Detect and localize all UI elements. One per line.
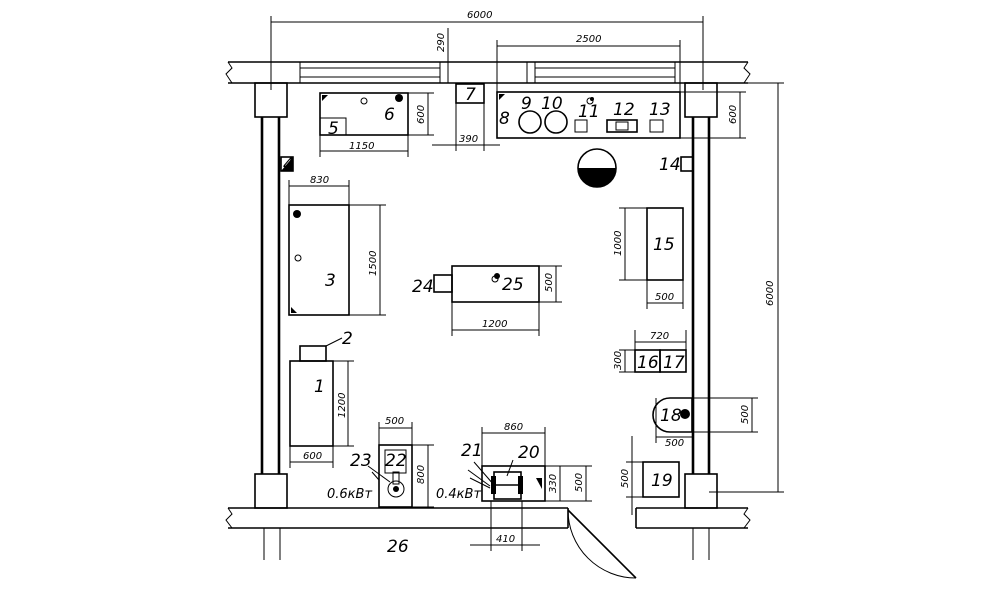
- dim-item1-length: 1200: [337, 393, 348, 418]
- equipment: [280, 83, 694, 508]
- dim-item18-width: 500: [665, 438, 684, 449]
- dim-item7-width: 390: [459, 134, 478, 145]
- item-bench: [496, 91, 681, 139]
- dim-item3-width: 830: [310, 175, 329, 186]
- dim-item15-width: 500: [655, 292, 674, 303]
- dim-item20-depth: 500: [574, 473, 585, 492]
- label-16: 16: [637, 353, 659, 373]
- label-14: 14: [659, 155, 681, 175]
- label-9: 9: [521, 94, 532, 114]
- power-item21: 0.4кВт: [436, 487, 481, 502]
- item-5-sink: [319, 117, 347, 136]
- dim-item20-inner: 330: [548, 474, 559, 493]
- dim-item20-width: 860: [504, 422, 523, 433]
- label-3: 3: [325, 271, 336, 291]
- dim-item25-width: 1200: [482, 319, 507, 330]
- label-10: 10: [541, 94, 563, 114]
- dim-item3-length: 1500: [368, 251, 379, 276]
- dim-item16-17-depth: 300: [613, 351, 624, 370]
- dim-item1-width: 600: [303, 451, 322, 462]
- dim-item22-width: 500: [385, 416, 404, 427]
- dim-item16-17-width: 720: [650, 331, 669, 342]
- label-12: 12: [613, 100, 635, 120]
- sink-symbol: [577, 148, 617, 188]
- item-7-box: [455, 83, 485, 104]
- item-3-table: [288, 204, 350, 316]
- dimension-lines: [270, 16, 784, 551]
- label-7: 7: [465, 85, 476, 105]
- item-labels: 1 2 3 4 5 6 7 8 9 10 11 12 13 14 15 16 1…: [283, 85, 685, 557]
- label-13: 13: [649, 100, 671, 120]
- label-20: 20: [518, 443, 540, 463]
- label-26: 26: [387, 537, 409, 557]
- label-21: 21: [461, 441, 483, 461]
- item-22-device: [378, 444, 413, 508]
- item-18-sink: [652, 397, 693, 433]
- item-2-box: [299, 345, 327, 362]
- label-17: 17: [663, 353, 685, 373]
- label-11: 11: [578, 102, 600, 122]
- label-18: 18: [660, 406, 682, 426]
- label-5: 5: [328, 119, 339, 139]
- item-1-table: [289, 360, 334, 447]
- item-19-box: [642, 461, 680, 498]
- item-14-box: [680, 156, 694, 172]
- item-6-table: [319, 92, 409, 136]
- dim-room-height: 6000: [765, 281, 776, 306]
- label-6: 6: [384, 105, 395, 125]
- label-22: 22: [385, 451, 407, 471]
- dim-item18-depth: 500: [740, 405, 751, 424]
- dim-item15-length: 1000: [613, 231, 624, 256]
- dim-item6-width: 1150: [349, 141, 374, 152]
- item-24-box: [433, 274, 453, 293]
- label-4: 4: [283, 155, 294, 175]
- dim-room-width: 6000: [467, 10, 492, 21]
- item-17-box: [659, 349, 687, 373]
- power-item23: 0.6кВт: [327, 487, 372, 502]
- item-15-cabinet: [646, 207, 684, 281]
- label-24: 24: [412, 277, 434, 297]
- label-1: 1: [314, 377, 325, 397]
- dim-window-offset: 290: [436, 33, 447, 52]
- label-8: 8: [499, 109, 510, 129]
- dimension-labels: 6000 2500 290 6000 600 600 1150 390 830 …: [303, 10, 776, 545]
- power-labels: 0.6кВт 0.4кВт: [327, 487, 481, 502]
- dim-bench-length: 2500: [576, 34, 601, 45]
- dim-item22-length: 800: [416, 465, 427, 484]
- label-2: 2: [342, 329, 353, 349]
- label-15: 15: [653, 235, 675, 255]
- label-23: 23: [350, 451, 372, 471]
- dim-bench-depth: 600: [728, 105, 739, 124]
- item-25-table: [451, 265, 540, 303]
- label-25: 25: [502, 275, 524, 295]
- dim-item25-depth: 500: [544, 273, 555, 292]
- dim-item20-bottom: 410: [496, 534, 515, 545]
- dim-item6-depth: 600: [416, 105, 427, 124]
- dim-item19-depth: 500: [620, 469, 631, 488]
- label-19: 19: [651, 471, 673, 491]
